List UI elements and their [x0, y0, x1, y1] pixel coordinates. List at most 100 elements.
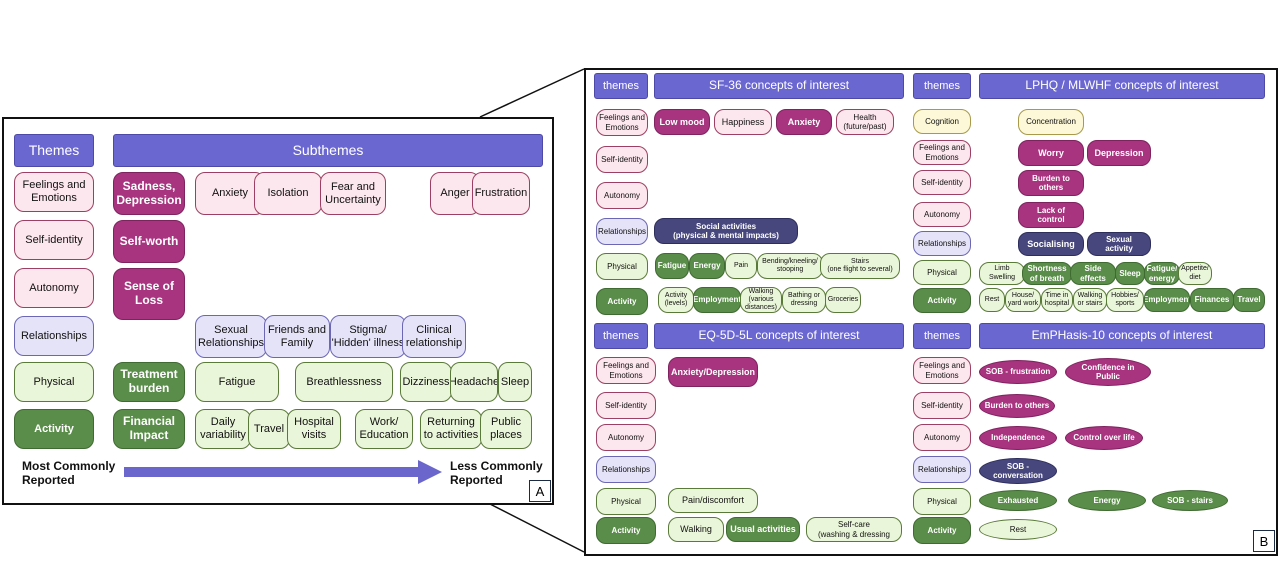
node-hospital-visits: Hospital visits — [287, 409, 341, 449]
node-returning-to-activities: Returning to activities — [420, 409, 482, 449]
node-themes: themes — [594, 73, 648, 99]
node-activity: Activity — [596, 288, 648, 315]
node-frustration: Frustration — [472, 172, 530, 215]
node-themes: Themes — [14, 134, 94, 167]
node-walking-various-distances: Walking (various distances) — [740, 287, 782, 313]
node-groceries: Groceries — [825, 287, 861, 313]
node-autonomy: Autonomy — [913, 202, 971, 227]
node-walking: Walking — [668, 517, 724, 542]
node-self-identity: Self-identity — [596, 146, 648, 173]
node-anxiety-depression: Anxiety/Depression — [668, 357, 758, 387]
node-activity: Activity — [596, 517, 656, 544]
node-stigma-hidden-illness: Stigma/ 'Hidden' illness — [330, 315, 406, 358]
node-fatigue: Fatigue — [195, 362, 279, 402]
node-public-places: Public places — [480, 409, 532, 449]
node-anger: Anger — [430, 172, 480, 215]
node-autonomy: Autonomy — [14, 268, 94, 308]
panel-a-tag: A — [529, 480, 551, 502]
node-subthemes: Subthemes — [113, 134, 543, 167]
node-relationships: Relationships — [913, 456, 971, 483]
node-emphasis-10-concepts-of-interest: EmPHasis-10 concepts of interest — [979, 323, 1265, 349]
node-bending-kneeling-stooping: Bending/kneeling/ stooping — [757, 253, 823, 279]
node-self-identity: Self-identity — [913, 392, 971, 419]
node-independence: Independence — [979, 426, 1057, 450]
most-commonly-reported-label: Most Commonly Reported — [22, 459, 116, 487]
node-physical: Physical — [913, 260, 971, 285]
node-exhausted: Exhausted — [979, 490, 1057, 511]
node-clinical-relationship: Clinical relationship — [402, 315, 466, 358]
node-physical: Physical — [596, 488, 656, 515]
node-sadness-depression: Sadness, Depression — [113, 172, 185, 215]
node-anxiety: Anxiety — [776, 109, 832, 135]
node-friends-and-family: Friends and Family — [264, 315, 330, 358]
node-burden-to-others: Burden to others — [1018, 170, 1084, 196]
node-employment: Employment — [693, 287, 741, 313]
node-sexual-activity: Sexual activity — [1087, 232, 1151, 256]
node-self-identity: Self-identity — [596, 392, 656, 419]
node-physical: Physical — [14, 362, 94, 402]
node-self-care-washing-dressing: Self-care (washing & dressing — [806, 517, 902, 542]
node-sense-of-loss: Sense of Loss — [113, 268, 185, 320]
node-autonomy: Autonomy — [913, 424, 971, 451]
node-relationships: Relationships — [596, 456, 656, 483]
node-worry: Worry — [1018, 140, 1084, 166]
node-isolation: Isolation — [254, 172, 322, 215]
node-activity: Activity — [14, 409, 94, 449]
node-eq-5d-5l-concepts-of-interest: EQ-5D-5L concepts of interest — [654, 323, 904, 349]
node-socialising: Socialising — [1018, 232, 1084, 256]
node-fatigue-energy: Fatigue/ energy — [1144, 262, 1180, 285]
node-sexual-relationships: Sexual Relationships — [195, 315, 267, 358]
node-concentration: Concentration — [1018, 109, 1084, 135]
node-themes: themes — [594, 323, 648, 349]
node-low-mood: Low mood — [654, 109, 710, 135]
node-sob-stairs: SOB - stairs — [1152, 490, 1228, 511]
node-sleep: Sleep — [498, 362, 532, 402]
node-health-future-past: Health (future/past) — [836, 109, 894, 135]
node-fatigue: Fatigue — [655, 253, 689, 279]
node-shortness-of-breath: Shortness of breath — [1022, 262, 1072, 285]
node-limb-swelling: Limb Swelling — [979, 262, 1025, 285]
node-treatment-burden: Treatment burden — [113, 362, 185, 402]
node-themes: themes — [913, 73, 971, 99]
node-hobbies-sports: Hobbies/ sports — [1106, 288, 1144, 312]
node-dizziness: Dizziness — [400, 362, 452, 402]
node-feelings-and-emotions: Feelings and Emotions — [596, 357, 656, 384]
node-happiness: Happiness — [714, 109, 772, 135]
less-commonly-reported-label: Less Commonly Reported — [450, 459, 543, 487]
node-lack-of-control: Lack of control — [1018, 202, 1084, 228]
node-social-activities-physical-mental-impacts: Social activities (physical & mental imp… — [654, 218, 798, 244]
node-rest: Rest — [979, 288, 1005, 312]
node-fear-and-uncertainty: Fear and Uncertainty — [320, 172, 386, 215]
node-activity: Activity — [913, 288, 971, 313]
node-relationships: Relationships — [14, 316, 94, 356]
node-feelings-and-emotions: Feelings and Emotions — [14, 172, 94, 212]
node-autonomy: Autonomy — [596, 182, 648, 209]
node-bathing-or-dressing: Bathing or dressing — [782, 287, 826, 313]
node-feelings-and-emotions: Feelings and Emotions — [913, 357, 971, 384]
node-stairs-one-flight-to-several: Stairs (one flight to several) — [820, 253, 900, 279]
node-burden-to-others: Burden to others — [979, 394, 1055, 418]
node-employment: Employment — [1144, 288, 1190, 312]
node-depression: Depression — [1087, 140, 1151, 166]
connector-top — [479, 68, 585, 118]
node-travel: Travel — [248, 409, 290, 449]
node-energy: Energy — [1068, 490, 1146, 511]
node-relationships: Relationships — [913, 231, 971, 256]
node-headache: Headache — [450, 362, 498, 402]
node-activity-levels: Activity (levels) — [658, 287, 694, 313]
node-feelings-and-emotions: Feelings and Emotions — [596, 109, 648, 136]
node-sf-36-concepts-of-interest: SF-36 concepts of interest — [654, 73, 904, 99]
node-breathlessness: Breathlessness — [295, 362, 393, 402]
node-cognition: Cognition — [913, 109, 971, 134]
node-finances: Finances — [1190, 288, 1234, 312]
node-sleep: Sleep — [1115, 262, 1145, 285]
panel-b-tag: B — [1253, 530, 1275, 552]
node-activity: Activity — [913, 517, 971, 544]
node-physical: Physical — [913, 488, 971, 515]
node-confidence-in-public: Confidence in Public — [1065, 358, 1151, 386]
node-work-education: Work/ Education — [355, 409, 413, 449]
node-control-over-life: Control over life — [1065, 426, 1143, 450]
node-financial-impact: Financial Impact — [113, 409, 185, 449]
node-usual-activities: Usual activities — [726, 517, 800, 542]
